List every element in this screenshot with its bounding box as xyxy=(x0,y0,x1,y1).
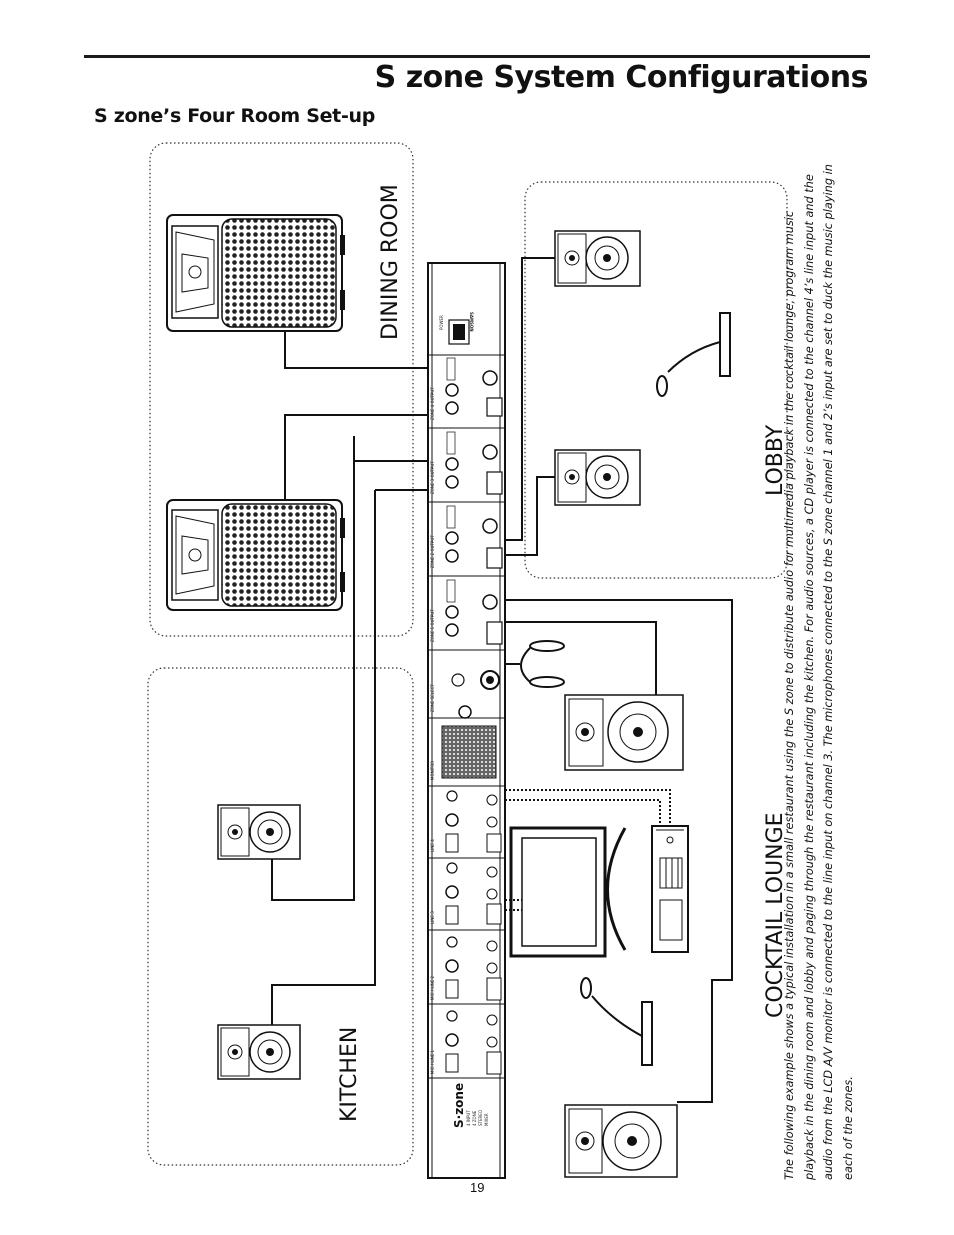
kitchen-label: KITCHEN xyxy=(337,1027,362,1122)
mic-line-2-strip: MIC / LINE 2 xyxy=(430,936,502,1001)
dining-room-outline xyxy=(149,142,414,637)
mixer-power-label: POWER xyxy=(439,315,444,330)
line-3-strip: LINE 3 xyxy=(430,862,502,925)
lcd-av-monitor xyxy=(509,826,627,958)
svg-text:STEREO: STEREO xyxy=(478,1110,483,1126)
zone-2-strip: ZONE 2 OUTPUT xyxy=(430,505,503,569)
lobby-label: LOBBY xyxy=(763,424,788,496)
svg-text:MIC / LINE 2: MIC / LINE 2 xyxy=(430,975,435,1000)
page-number: 19 xyxy=(470,1180,485,1195)
page-title: S zone System Configurations xyxy=(374,60,869,95)
szone-mixer: SAMSON POWER ZONE 4 OUTPUT ZONE 3 OUTPUT… xyxy=(427,262,506,1179)
svg-text:ZONE 3 OUTPUT: ZONE 3 OUTPUT xyxy=(430,461,435,494)
zone-4-strip: ZONE 4 OUTPUT xyxy=(430,357,503,420)
speaker-wiring xyxy=(271,257,733,1103)
monitor-strip: MONITOR xyxy=(430,705,497,780)
mic-line-1-strip: MIC / LINE 1 xyxy=(430,1010,502,1075)
kitchen-microphone xyxy=(580,977,653,1066)
svg-text:ZONE 2 OUTPUT: ZONE 2 OUTPUT xyxy=(430,535,435,568)
headphones xyxy=(505,640,565,688)
mixer-brand: SAMSON xyxy=(469,312,474,332)
lobby-microphone xyxy=(656,312,731,397)
zone-3-strip: ZONE 3 OUTPUT xyxy=(430,431,503,495)
svg-text:MIXER: MIXER xyxy=(484,1113,489,1126)
svg-text:ZONE SELECT: ZONE SELECT xyxy=(430,684,435,712)
svg-text:MONITOR: MONITOR xyxy=(430,761,435,780)
lobby-speaker-top xyxy=(554,230,641,287)
figure-caption: The following example shows a typical in… xyxy=(783,164,855,1180)
svg-text:ZONE 1 OUTPUT: ZONE 1 OUTPUT xyxy=(430,609,435,642)
svg-text:4 ZONE: 4 ZONE xyxy=(472,1110,477,1126)
cd-player xyxy=(651,825,689,953)
kitchen-outline xyxy=(147,667,414,1166)
mixer-model-badge: S·zone 4 INPUT 4 ZONE STEREO MIXER xyxy=(452,1083,489,1128)
lounge-speaker-bottom xyxy=(564,1104,678,1178)
svg-text:ZONE 4 OUTPUT: ZONE 4 OUTPUT xyxy=(430,387,435,420)
monitor-speaker-grille xyxy=(441,725,497,779)
lounge-speaker-top xyxy=(564,694,684,771)
svg-text:S·zone: S·zone xyxy=(452,1083,466,1128)
line-4-strip: LINE 4 xyxy=(430,790,502,853)
dining-room-label: DINING ROOM xyxy=(378,184,403,340)
lobby-outline xyxy=(524,181,788,579)
svg-text:MIC / LINE 1: MIC / LINE 1 xyxy=(430,1049,435,1074)
lobby-speaker-bottom xyxy=(554,449,641,506)
zone-select-strip: ZONE SELECT xyxy=(430,670,500,712)
kitchen-speaker-bottom xyxy=(217,1024,301,1080)
cocktail-lounge-label: COCKTAIL LOUNGE xyxy=(763,812,788,1018)
svg-text:LINE 4: LINE 4 xyxy=(430,839,435,852)
dining-speaker-bottom xyxy=(166,499,345,611)
source-wiring xyxy=(505,789,671,911)
kitchen-speaker-top xyxy=(217,804,301,860)
dining-speaker-top xyxy=(166,214,345,332)
svg-text:LINE 3: LINE 3 xyxy=(430,911,435,924)
section-subtitle: S zone’s Four Room Set-up xyxy=(94,105,376,127)
svg-text:4 INPUT: 4 INPUT xyxy=(466,1110,471,1126)
header-rule xyxy=(84,55,870,58)
zone-1-strip: ZONE 1 OUTPUT xyxy=(430,579,503,645)
